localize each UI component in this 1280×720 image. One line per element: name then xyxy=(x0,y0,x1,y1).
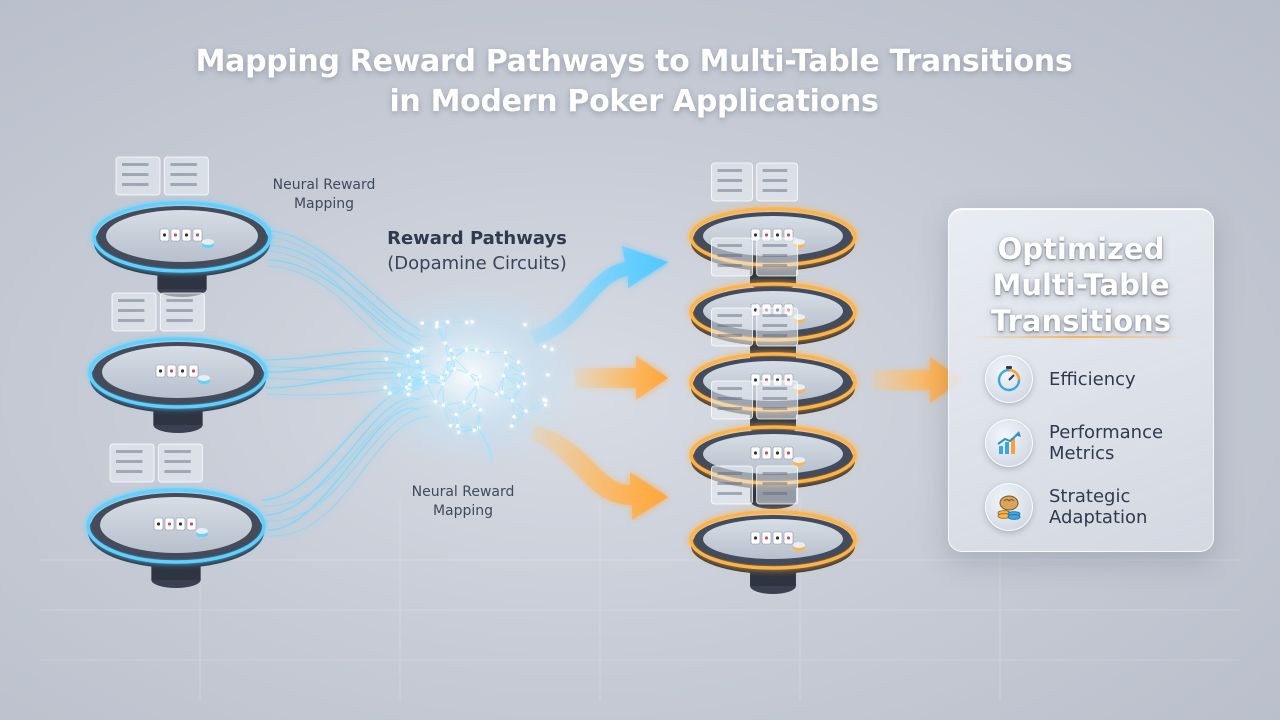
metric-strategic-line1: Strategic xyxy=(1049,486,1131,507)
arrow-to-panel xyxy=(872,357,962,403)
label-neural-reward-top-line2: Mapping xyxy=(293,196,355,212)
metric-strategic-line2: Adaptation xyxy=(1049,507,1148,528)
panel-title: Optimized Multi-Table Transitions xyxy=(949,231,1213,339)
stopwatch-icon xyxy=(985,355,1033,403)
label-neural-reward-top-line1: Neural Reward xyxy=(272,177,376,193)
title-line-2: in Modern Poker Applications xyxy=(389,84,879,119)
label-neural-reward-bottom: Neural Reward Mapping xyxy=(400,483,526,521)
metric-strategic-label: Strategic Adaptation xyxy=(1049,486,1147,528)
brain-coins-icon xyxy=(985,483,1033,531)
poker-table xyxy=(92,156,272,297)
metric-efficiency: Efficiency xyxy=(985,355,1136,403)
label-neural-reward-top: Neural Reward Mapping xyxy=(262,176,386,214)
metric-performance-line2: Metrics xyxy=(1049,443,1115,464)
metric-efficiency-line1: Efficiency xyxy=(1049,368,1136,390)
label-neural-reward-bottom-line1: Neural Reward xyxy=(411,484,515,500)
metric-strategic: Strategic Adaptation xyxy=(985,483,1147,531)
arrow-middle-orange xyxy=(575,356,668,400)
metric-performance-line1: Performance xyxy=(1049,422,1164,443)
poker-table xyxy=(689,465,857,594)
panel-title-line2: Multi-Table xyxy=(992,268,1170,302)
stacked-tables xyxy=(689,162,857,594)
label-neural-reward-bottom-line2: Mapping xyxy=(432,503,494,519)
panel-title-line3: Transitions xyxy=(991,304,1171,338)
poker-table xyxy=(88,292,268,433)
arrow-bottom-orange xyxy=(530,425,668,520)
label-dopamine-circuits: (Dopamine Circuits) xyxy=(387,253,567,274)
metric-performance-label: Performance Metrics xyxy=(1049,422,1163,464)
optimized-panel: Optimized Multi-Table Transitions Effici… xyxy=(948,208,1214,552)
panel-divider xyxy=(973,336,1189,338)
left-tables xyxy=(86,156,272,588)
panel-title-line1: Optimized xyxy=(997,232,1165,266)
arrow-top-blue xyxy=(530,246,668,345)
poker-table xyxy=(86,443,266,588)
title-line-1: Mapping Reward Pathways to Multi-Table T… xyxy=(195,44,1073,79)
bar-chart-icon xyxy=(985,419,1033,467)
grid-floor xyxy=(40,500,1240,700)
brain-network xyxy=(348,280,588,470)
label-reward-pathways: Reward Pathways xyxy=(387,228,567,249)
metric-performance: Performance Metrics xyxy=(985,419,1163,467)
metric-efficiency-label: Efficiency xyxy=(1049,369,1136,390)
